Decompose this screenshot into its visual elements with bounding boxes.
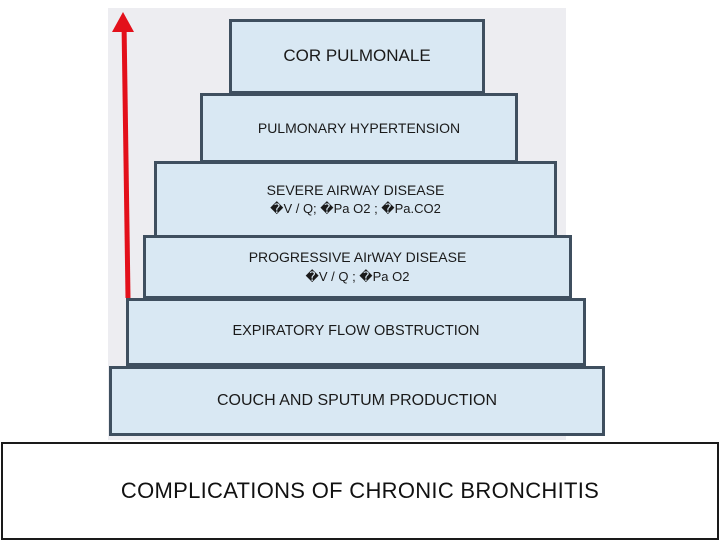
tier-pulmonary-hypertension: PULMONARY HYPERTENSION	[200, 93, 518, 163]
tier-label: EXPIRATORY FLOW OBSTRUCTION	[232, 323, 480, 340]
tier-label: COUCH AND SPUTUM PRODUCTION	[216, 392, 497, 410]
tier-sublabel: �V / Q; �Pa O2 ; �Pa.CO2	[270, 201, 441, 217]
tier-cor-pulmonale: COR PULMONALE	[229, 19, 485, 94]
caption-box: COMPLICATIONS OF CHRONIC BRONCHITIS	[1, 442, 719, 540]
tier-sublabel: �V / Q ; �Pa O2	[305, 268, 410, 284]
tier-label: SEVERE AIRWAY DISEASE	[266, 181, 445, 198]
tier-label: COR PULMONALE	[283, 46, 431, 66]
tier-label: PULMONARY HYPERTENSION	[257, 119, 461, 136]
tier-progressive-airway-disease: PROGRESSIVE AIrWAY DISEASE �V / Q ; �Pa …	[143, 235, 572, 299]
caption-title: COMPLICATIONS OF CHRONIC BRONCHITIS	[120, 478, 600, 503]
tier-severe-airway-disease: SEVERE AIRWAY DISEASE �V / Q; �Pa O2 ; �…	[154, 161, 557, 238]
tier-label: PROGRESSIVE AIrWAY DISEASE	[248, 249, 467, 266]
tier-cough-and-sputum-production: COUCH AND SPUTUM PRODUCTION	[109, 366, 605, 436]
tier-expiratory-flow-obstruction: EXPIRATORY FLOW OBSTRUCTION	[126, 298, 586, 366]
